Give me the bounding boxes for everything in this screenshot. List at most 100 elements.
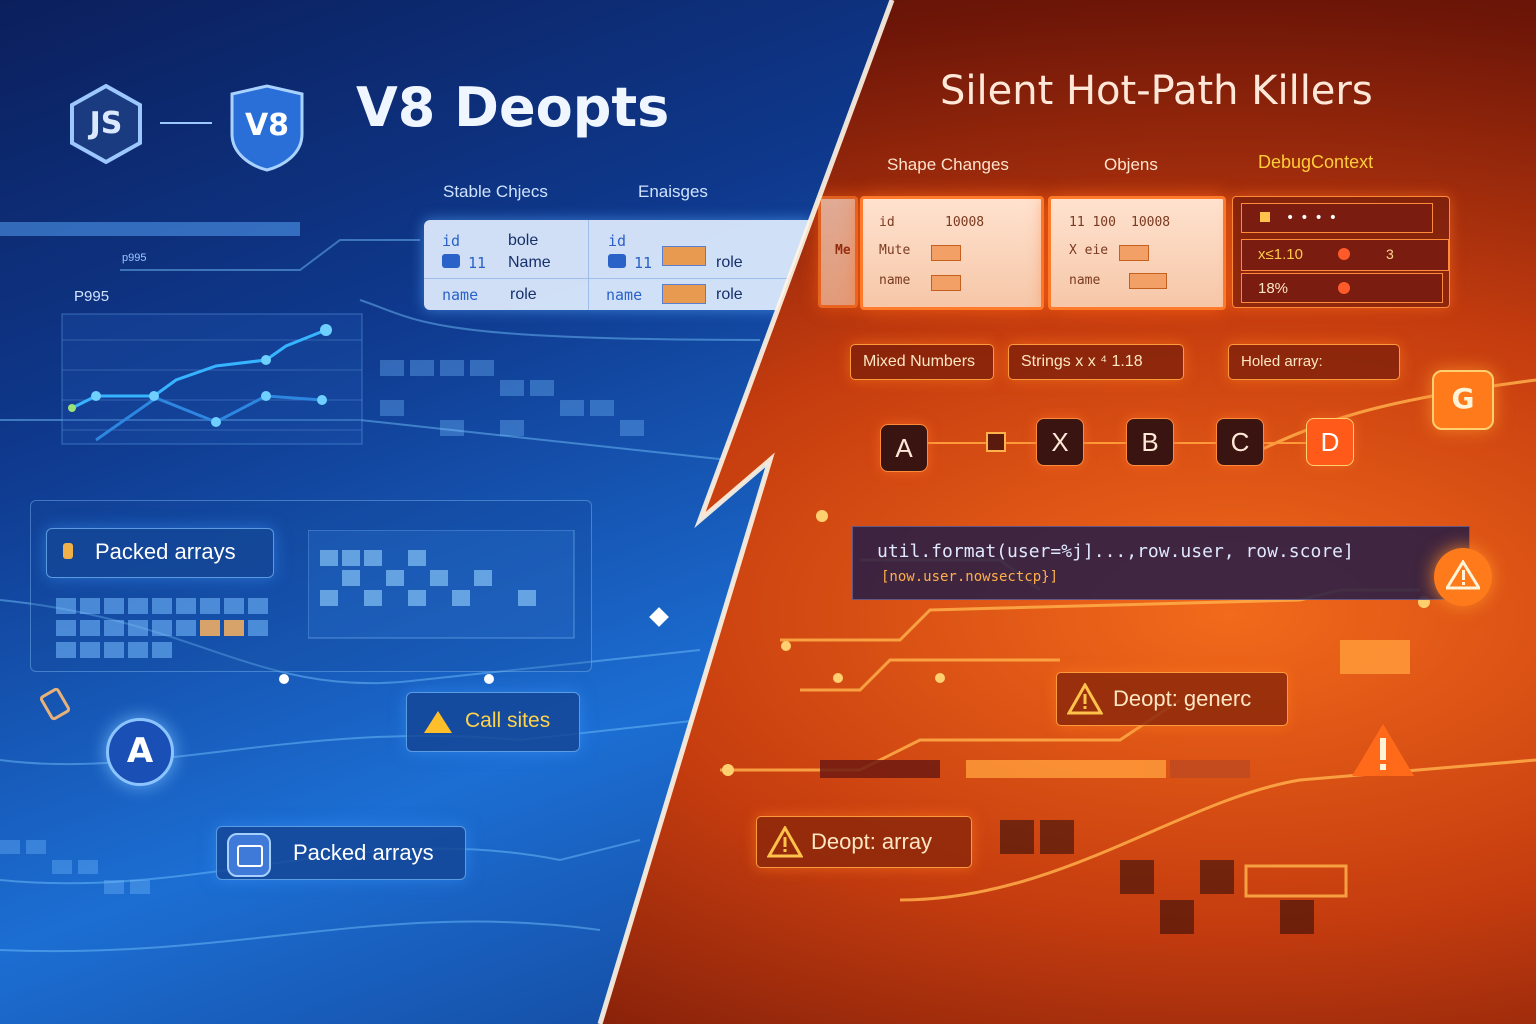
record-icon <box>1338 248 1350 260</box>
table-header-2: Enaisges <box>638 182 708 201</box>
table-cell-label: role <box>510 286 537 303</box>
tag-icon <box>931 275 961 291</box>
right-title: Silent Hot-Path Killers <box>940 68 1373 114</box>
table-cell-id: id <box>442 232 461 250</box>
card-field-key: name <box>879 273 911 288</box>
header-debug-context: DebugContext <box>1258 152 1374 172</box>
card-field-value: 10008 <box>1131 215 1171 230</box>
logo-connector <box>160 122 212 124</box>
warning-badge <box>1434 548 1492 606</box>
card-field-key: id <box>879 215 895 230</box>
chart-label: P995 <box>74 288 110 305</box>
v8-logo-text: V8 <box>244 108 290 143</box>
debug-row: 18% <box>1241 273 1443 303</box>
user-icon <box>442 254 460 268</box>
chart-caption: p995 <box>122 252 147 264</box>
table-cell-label: Name <box>508 254 551 271</box>
table-cell-value: 11 <box>634 254 653 272</box>
lock-icon <box>63 543 73 559</box>
user-icon <box>608 254 626 268</box>
warning-icon <box>1446 560 1480 590</box>
chart-point <box>261 355 271 365</box>
call-sites-label: Call sites <box>465 709 551 732</box>
record-icon <box>1338 282 1350 294</box>
debug-row: •••• <box>1241 203 1433 233</box>
card-field-key: 11 100 <box>1069 215 1116 230</box>
table-cell-label: bole <box>508 232 539 249</box>
debug-value: 18% <box>1258 280 1289 297</box>
object-card-1: id 10008 Mute name <box>860 196 1044 310</box>
holed-array-label: Holed array: <box>1241 353 1323 370</box>
header-shape-changes: Shape Changes <box>887 155 1009 174</box>
strings-label: Strings x x ⁴ 1.18 <box>1021 353 1143 370</box>
tag-icon <box>931 245 961 261</box>
mixed-numbers-chip[interactable]: Mixed Numbers <box>850 344 994 380</box>
hexagon-icon <box>70 83 142 165</box>
stable-objects-table: id 11 bole Name name role id 11 role nam… <box>424 220 814 310</box>
code-panel: util.format(user=%j]...,row.user, row.sc… <box>852 526 1470 600</box>
chain-node-a: A <box>880 424 928 472</box>
tag-icon <box>662 246 706 266</box>
object-card-stub: Me <box>818 196 858 308</box>
app-store-badge: A <box>106 718 174 786</box>
mixed-numbers-label: Mixed Numbers <box>863 353 976 370</box>
debug-value: x≤1.10 <box>1258 246 1303 263</box>
debug-value: 3 <box>1386 246 1394 262</box>
tag-icon <box>1119 245 1149 261</box>
warning-icon <box>767 826 803 858</box>
deopt-array-chip[interactable]: Deopt: array <box>756 816 972 868</box>
tag-icon <box>1129 273 1167 289</box>
database-icon <box>227 833 271 877</box>
card-field: Me <box>835 243 851 258</box>
packed-arrays-label: Packed arrays <box>95 539 236 564</box>
card-field-key: Mute <box>879 243 911 258</box>
chart-point <box>261 391 271 401</box>
shield-icon <box>230 84 304 172</box>
chart-point <box>211 417 221 427</box>
chart-series-line-1 <box>71 328 327 410</box>
chart-point <box>91 391 101 401</box>
call-sites-chip[interactable]: Call sites <box>406 692 580 752</box>
warning-icon <box>1067 683 1103 715</box>
warning-icon <box>424 711 452 733</box>
warning-icon <box>1352 724 1414 776</box>
latency-line-chart <box>61 313 363 445</box>
array-cells-grid <box>56 598 268 658</box>
strings-chip[interactable]: Strings x x ⁴ 1.18 <box>1008 344 1184 380</box>
object-card-2: 11 100 10008 X eie name <box>1048 196 1226 310</box>
packed-arrays-label: Packed arrays <box>293 840 434 865</box>
holed-array-chip[interactable]: Holed array: <box>1228 344 1400 380</box>
packed-arrays-chip-top[interactable]: Packed arrays <box>46 528 274 578</box>
table-cell-field: name <box>606 286 643 304</box>
table-cell-value: 11 <box>468 254 487 272</box>
packed-arrays-chip-bottom[interactable]: Packed arrays <box>216 826 466 880</box>
header-objects: Objens <box>1104 155 1158 174</box>
badge-a-text: A <box>126 731 154 771</box>
g-badge-text: G <box>1451 382 1475 415</box>
chart-point <box>320 324 332 336</box>
chain-node-d: D <box>1306 418 1354 466</box>
debug-context-panel: •••• x≤1.10 3 18% <box>1232 196 1450 308</box>
card-field-key: X eie <box>1069 243 1109 258</box>
chain-node-c: C <box>1216 418 1264 466</box>
chart-point <box>68 404 76 412</box>
chart-point <box>317 395 327 405</box>
deopt-generic-chip[interactable]: Deopt: generc <box>1056 672 1288 726</box>
g-badge: G <box>1432 370 1494 430</box>
left-title: V8 Deopts <box>356 76 670 139</box>
deopt-generic-label: Deopt: generc <box>1113 686 1252 711</box>
debug-row: x≤1.10 3 <box>1241 239 1449 271</box>
table-header-1: Stable Chjecs <box>443 182 548 201</box>
chart-point <box>149 391 159 401</box>
js-logo-text: JS <box>89 106 123 141</box>
dots-icon: •••• <box>1286 210 1344 226</box>
status-dot <box>1260 212 1270 222</box>
chain-node-b: B <box>1126 418 1174 466</box>
chain-connector <box>900 442 1340 444</box>
card-field-key: name <box>1069 273 1101 288</box>
